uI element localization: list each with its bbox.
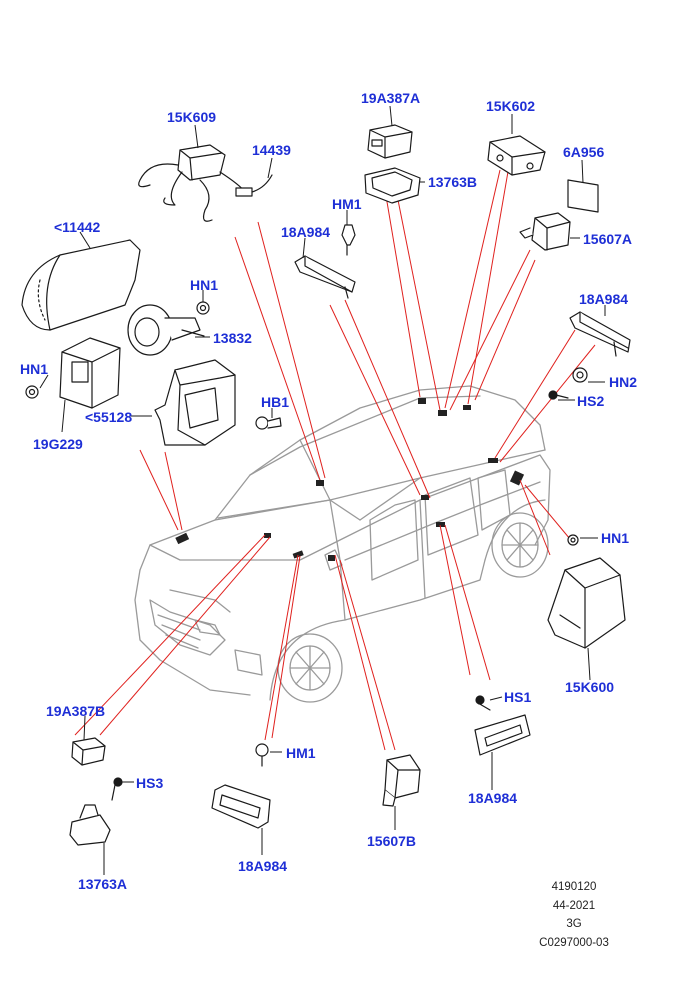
part-HN1-nut-left — [25, 385, 39, 399]
callout-HS1: HS1 — [504, 689, 532, 705]
callout-55128: <55128 — [85, 409, 133, 425]
part-18A984-bracket-lowright — [474, 714, 531, 756]
part-19G229-module — [59, 337, 121, 409]
part-19A387B-module — [71, 737, 106, 766]
callout-HN1-left: HN1 — [20, 361, 49, 377]
part-55128-bracket — [154, 359, 236, 446]
leader-lines — [74, 159, 596, 751]
part-13832-horn — [127, 304, 205, 356]
part-13763B-bracket — [364, 167, 421, 204]
callout-18A984-top: 18A984 — [281, 224, 331, 240]
reference-id: C0297000-03 — [539, 936, 609, 949]
callout-13832: 13832 — [213, 330, 252, 346]
part-HN1-nut-right — [567, 534, 579, 546]
part-HM1-clip-low — [255, 743, 269, 767]
part-HS3-screw — [111, 777, 123, 801]
callout-15K609: 15K609 — [167, 109, 217, 125]
part-HN2-nut — [572, 367, 588, 383]
part-15K602-module — [487, 135, 546, 176]
callout-15607B: 15607B — [367, 833, 417, 849]
callout-HN1-mid: HN1 — [190, 277, 219, 293]
part-15607A-receiver — [519, 212, 571, 251]
part-18A984-bracket-top — [294, 255, 356, 299]
callout-15K600: 15K600 — [565, 679, 615, 695]
callout-HM1-top: HM1 — [332, 196, 362, 212]
part-18A984-bracket-right — [569, 311, 631, 357]
callout-19A387A: 19A387A — [361, 90, 421, 106]
callout-6A956: 6A956 — [563, 144, 605, 160]
callout-HN1-right: HN1 — [601, 530, 630, 546]
callout-11442: <11442 — [54, 219, 101, 235]
callout-HM1-low: HM1 — [286, 745, 316, 761]
callout-leads — [39, 105, 606, 875]
reference-code: 3G — [566, 918, 582, 930]
reference-block: 4190120 44-2021 3G C0297000-03 — [514, 878, 634, 952]
callout-18A984-right: 18A984 — [579, 291, 629, 307]
callout-13763B: 13763B — [428, 174, 478, 190]
part-HB1-bolt — [255, 416, 282, 430]
callout-HB1: HB1 — [261, 394, 290, 410]
callout-HS3: HS3 — [136, 775, 164, 791]
callout-18A984-lowright: 18A984 — [468, 790, 518, 806]
part-18A984-bracket-lowmid — [211, 784, 271, 829]
part-HS1-screw — [475, 695, 491, 711]
part-11442-cover — [21, 239, 141, 331]
part-15607B-receiver — [382, 754, 421, 807]
part-6A956-plate — [567, 179, 599, 213]
part-HM1-clip-top — [341, 224, 356, 256]
part-13763A-bracket — [69, 804, 111, 846]
callout-15607A: 15607A — [583, 231, 633, 247]
part-19A387A-module — [367, 124, 413, 159]
part-HS2-screw — [548, 390, 569, 400]
callout-HS2: HS2 — [577, 393, 605, 409]
callout-15K602: 15K602 — [486, 98, 536, 114]
callout-18A984-lowmid: 18A984 — [238, 858, 288, 874]
reference-number: 4190120 — [551, 881, 597, 893]
callout-HN2: HN2 — [609, 374, 638, 390]
reference-date: 44-2021 — [552, 899, 596, 912]
part-15K609-module — [138, 144, 273, 222]
callout-13763A: 13763A — [78, 876, 128, 892]
callout-19G229: 19G229 — [33, 436, 83, 452]
component-drawings — [21, 124, 631, 846]
part-HN1-nut-mid — [196, 301, 210, 315]
vehicle-outline — [134, 385, 551, 703]
callout-19A387B: 19A387B — [46, 703, 106, 719]
part-15K600-module — [547, 557, 626, 649]
callout-14439: 14439 — [252, 142, 291, 158]
